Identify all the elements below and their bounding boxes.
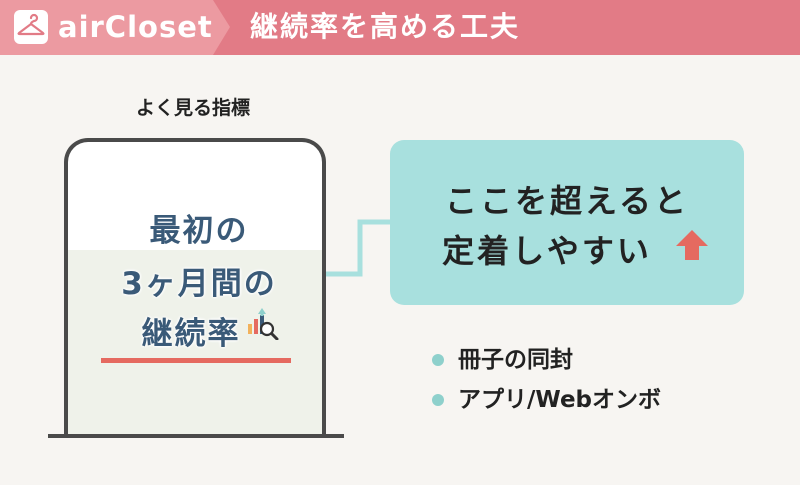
metric-line-3: 継続率: [141, 316, 241, 352]
bullet-dot-icon: [432, 354, 444, 366]
up-arrow-icon: [676, 230, 708, 260]
brand-name: airCloset: [58, 10, 213, 44]
hanger-icon: [17, 13, 45, 36]
list-item: アプリ/Webオンボ: [430, 380, 661, 420]
metric-underline: [101, 358, 291, 363]
header-bar: airCloset 継続率を高める工夫: [0, 0, 800, 55]
metric-line-1: 最初の: [149, 213, 249, 249]
list-item-label: アプリ/Webオンボ: [458, 387, 662, 413]
callout-line-2: 定着しやすい: [442, 232, 652, 270]
metric-line-2: 3ヶ月間の: [121, 266, 277, 302]
chart-magnifier-icon: [248, 308, 279, 340]
frame-base-line: [48, 434, 344, 438]
page-title: 継続率を高める工夫: [250, 10, 521, 43]
list-item-label: 冊子の同封: [458, 347, 573, 373]
bullet-dot-icon: [432, 394, 444, 406]
callout-line-1: ここを超えると: [444, 182, 690, 220]
frame-fill: [68, 250, 322, 434]
callout-box: ここを超えると 定着しやすい: [390, 140, 744, 305]
brand-tab: airCloset: [0, 0, 230, 55]
metric-frame: [64, 138, 326, 434]
logo: [14, 10, 48, 44]
list-item: 冊子の同封: [430, 340, 661, 380]
measures-list: 冊子の同封 アプリ/Webオンボ: [430, 340, 661, 420]
connector-line: [326, 219, 392, 277]
frame-caption: よく見る指標: [135, 97, 250, 119]
